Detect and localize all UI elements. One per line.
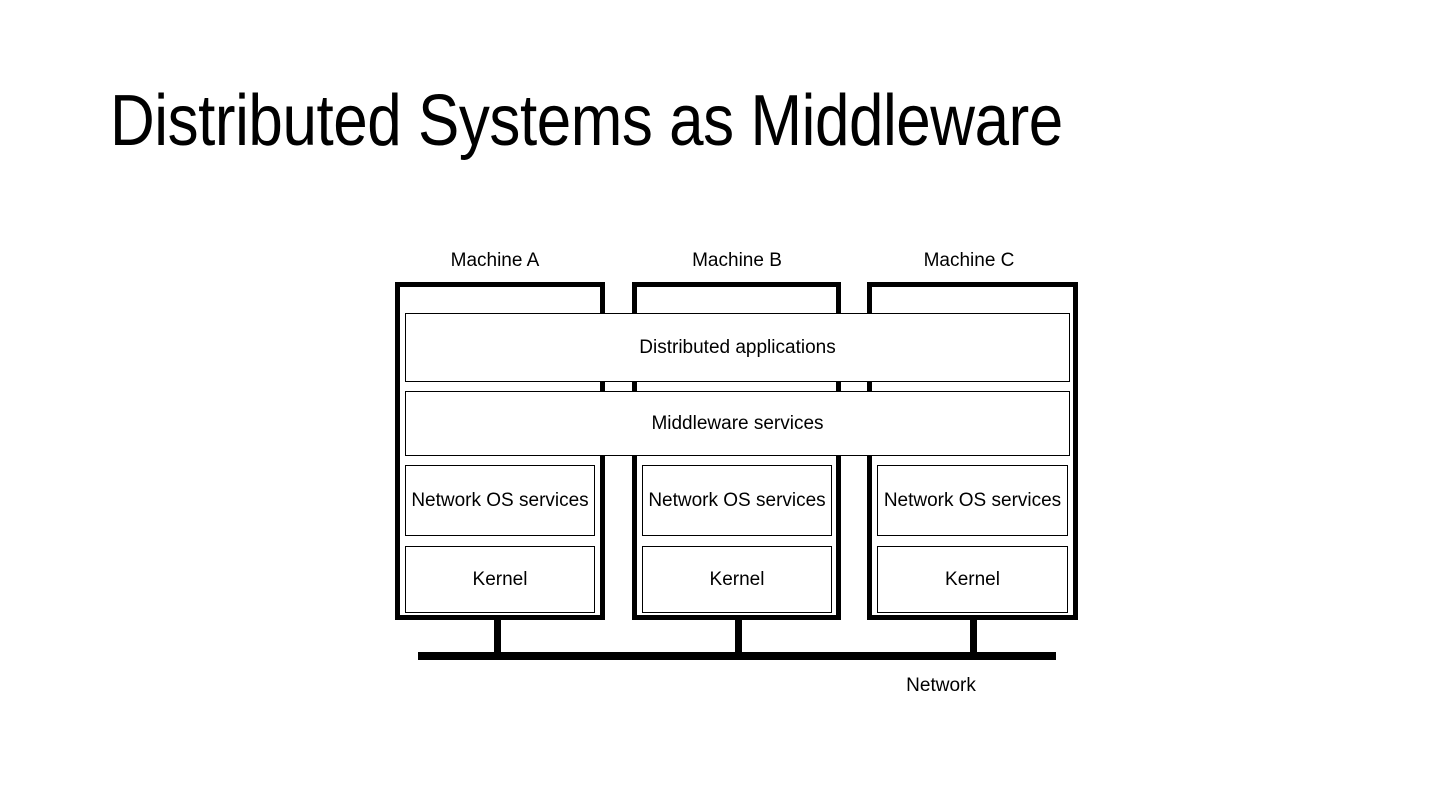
machine-c-label: Machine C: [923, 250, 1015, 271]
machine-c-network-os-layer: Network OS services: [877, 465, 1068, 536]
machine-b-network-drop-line: [735, 620, 742, 658]
network-bus-line: [418, 652, 1056, 660]
middleware-services-layer: Middleware services: [405, 391, 1070, 456]
machine-b-network-os-layer: Network OS services: [642, 465, 832, 536]
machine-b-kernel-layer: Kernel: [642, 546, 832, 613]
machine-a-label: Machine A: [450, 250, 540, 271]
machine-c-network-drop-line: [970, 620, 977, 658]
machine-c-kernel-layer: Kernel: [877, 546, 1068, 613]
distributed-applications-layer: Distributed applications: [405, 313, 1070, 382]
page-title: Distributed Systems as Middleware: [110, 81, 1063, 161]
machine-b-label: Machine B: [692, 250, 782, 271]
machine-a-network-os-layer: Network OS services: [405, 465, 595, 536]
machine-a-network-drop-line: [494, 620, 501, 658]
network-label: Network: [906, 675, 976, 696]
machine-a-kernel-layer: Kernel: [405, 546, 595, 613]
